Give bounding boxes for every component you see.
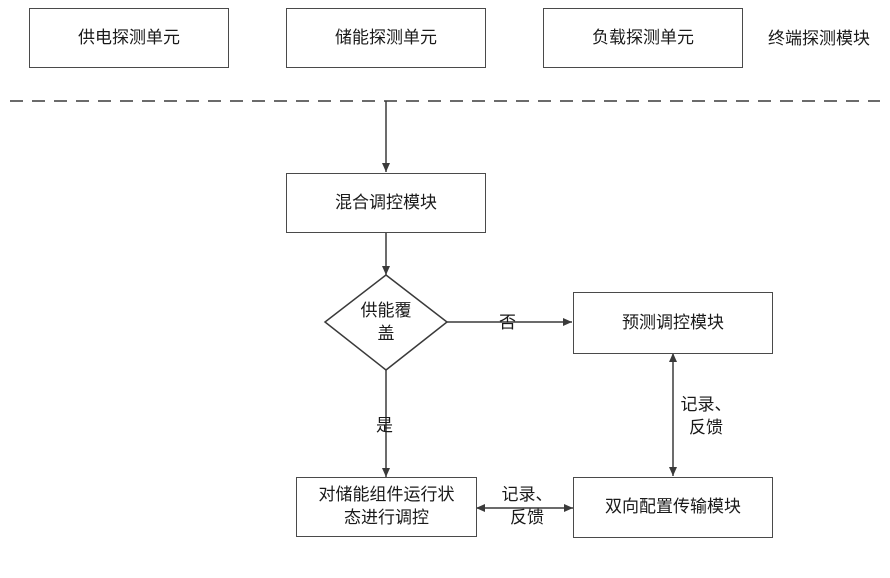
- bidirectional-transmission-module: 双向配置传输模块: [573, 477, 773, 538]
- decision-label-line1: 供能覆: [336, 300, 436, 323]
- feedback-vertical-line2: 反馈: [676, 417, 736, 440]
- feedback-label-vertical: 记录、 反馈: [676, 394, 736, 440]
- no-label: 否: [499, 312, 516, 335]
- feedback-horizontal-line1: 记录、: [497, 484, 557, 507]
- storage-control-line2: 态进行调控: [344, 507, 429, 530]
- yes-label: 是: [376, 415, 393, 438]
- feedback-horizontal-line2: 反馈: [497, 507, 557, 530]
- decision-label-line2: 盖: [336, 323, 436, 346]
- feedback-vertical-line1: 记录、: [676, 394, 736, 417]
- terminal-detection-module-label: 终端探测模块: [768, 28, 870, 51]
- energy-storage-detection-unit: 储能探测单元: [286, 8, 486, 68]
- storage-component-control: 对储能组件运行状 态进行调控: [296, 477, 477, 537]
- hybrid-control-module: 混合调控模块: [286, 173, 486, 233]
- prediction-control-module: 预测调控模块: [573, 292, 773, 354]
- decision-label: 供能覆 盖: [336, 300, 436, 346]
- storage-control-line1: 对储能组件运行状: [319, 484, 455, 507]
- power-supply-detection-unit: 供电探测单元: [29, 8, 229, 68]
- feedback-label-horizontal: 记录、 反馈: [497, 484, 557, 530]
- load-detection-unit: 负载探测单元: [543, 8, 743, 68]
